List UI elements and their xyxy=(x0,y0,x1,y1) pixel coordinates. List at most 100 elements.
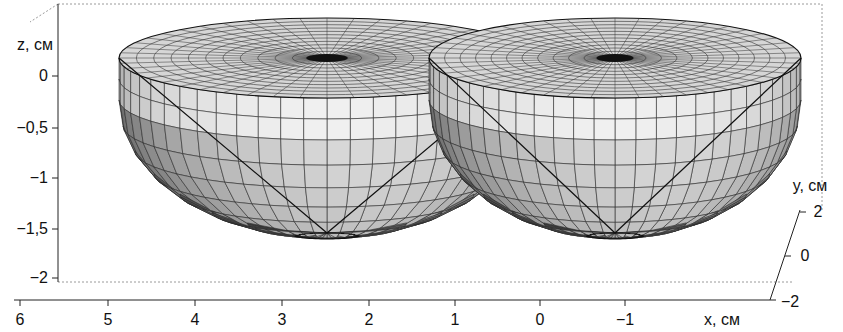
tick xyxy=(785,256,791,257)
mesh-cell xyxy=(281,97,304,119)
disk-spoke xyxy=(300,61,325,97)
tick-label: −1 xyxy=(30,170,48,186)
disk-spoke xyxy=(615,18,616,55)
mesh-cell xyxy=(305,188,327,208)
mesh-cell xyxy=(350,97,373,119)
disk-spoke xyxy=(619,61,663,97)
mesh-cell xyxy=(281,139,304,165)
tick-label: −0,5 xyxy=(16,120,48,136)
mesh-cell xyxy=(289,206,311,222)
tick xyxy=(52,229,58,230)
disk-spoke xyxy=(483,30,604,56)
disk-spoke xyxy=(162,34,314,56)
x-axis xyxy=(14,300,770,301)
mesh-cell xyxy=(499,110,516,134)
mesh-cell xyxy=(595,165,615,188)
disk-spoke xyxy=(619,19,663,55)
mesh-cell xyxy=(615,233,623,238)
tick-label: 0 xyxy=(39,68,48,84)
plot-frame xyxy=(30,4,822,282)
disk-spoke xyxy=(327,18,328,55)
tick-label: 3 xyxy=(278,312,287,328)
disk-spoke xyxy=(147,38,313,56)
mesh-cell xyxy=(180,86,197,110)
disk-spoke xyxy=(121,53,311,58)
mesh-cell xyxy=(396,115,418,138)
tick-label: 2 xyxy=(814,204,823,220)
disk-spoke xyxy=(273,19,323,55)
disk-spoke xyxy=(615,61,616,98)
disk-spoke xyxy=(327,61,328,98)
disk-spoke xyxy=(331,61,381,97)
mesh-cell xyxy=(656,117,676,139)
mesh-cell xyxy=(656,96,676,118)
mesh-cell xyxy=(712,131,731,159)
body-outline xyxy=(119,58,535,239)
disk-spoke xyxy=(429,58,600,59)
mesh-cell xyxy=(594,98,615,119)
disk-spoke xyxy=(629,48,794,58)
tick-label: 6 xyxy=(16,312,25,328)
disk-spoke xyxy=(628,60,776,78)
disk-spoke xyxy=(121,58,311,63)
mesh-cell xyxy=(237,115,259,138)
tick xyxy=(108,300,109,306)
mesh-cell xyxy=(594,119,615,140)
disk-spoke xyxy=(502,61,606,90)
frame-line xyxy=(58,4,822,5)
disk-spoke xyxy=(431,53,601,58)
disk-spoke xyxy=(630,58,800,63)
mesh-cell xyxy=(676,94,695,117)
disk-spoke xyxy=(147,60,313,78)
mesh-cell xyxy=(197,110,216,134)
disk-spoke xyxy=(223,61,319,93)
tick xyxy=(52,76,58,77)
mesh-cell xyxy=(516,113,534,136)
axes xyxy=(14,4,806,306)
body-outline xyxy=(429,58,801,239)
mesh-cell xyxy=(140,96,151,121)
disk-spoke xyxy=(331,19,381,55)
disk-spoke xyxy=(335,61,431,93)
tick-label: 4 xyxy=(191,312,200,328)
disk-spoke xyxy=(200,61,316,90)
mesh-cell xyxy=(615,119,636,140)
disk-spoke xyxy=(626,60,747,86)
mesh-cell xyxy=(216,92,236,115)
mesh-cell xyxy=(596,188,615,208)
mesh-cell xyxy=(630,206,650,222)
mesh-cell xyxy=(636,97,657,119)
mesh-cell xyxy=(577,187,598,207)
mesh-cell xyxy=(598,207,615,222)
disk-spoke xyxy=(627,34,763,56)
mesh-cell xyxy=(304,119,327,140)
mesh-cell xyxy=(534,94,553,117)
frame-line xyxy=(58,282,792,283)
mesh-cell xyxy=(350,139,373,165)
disk-spoke xyxy=(454,38,602,56)
disk-spoke xyxy=(126,59,311,69)
disk-center xyxy=(306,54,348,62)
axis-title: x, см xyxy=(704,312,740,328)
disk-spoke xyxy=(431,58,601,63)
tick xyxy=(52,178,58,179)
mesh-cell xyxy=(327,119,350,140)
mesh-cell xyxy=(615,207,632,222)
mesh-cell xyxy=(327,233,336,238)
mesh-cell xyxy=(304,98,327,119)
disk-spoke xyxy=(591,18,613,54)
mesh-cell xyxy=(554,138,575,164)
mesh-cell xyxy=(714,110,731,134)
tick-label: 2 xyxy=(365,312,374,328)
mesh-cell xyxy=(534,136,554,163)
disk-spoke xyxy=(617,18,639,54)
mesh-cell xyxy=(322,233,327,238)
mesh-cell xyxy=(216,113,236,136)
disk-spoke xyxy=(622,61,708,93)
disk-spoke xyxy=(443,59,601,73)
mesh-cell xyxy=(318,233,327,238)
mesh-cell xyxy=(611,233,615,238)
disk-spoke xyxy=(630,58,801,59)
disk-outline xyxy=(429,18,801,98)
disk-spoke xyxy=(335,23,431,55)
